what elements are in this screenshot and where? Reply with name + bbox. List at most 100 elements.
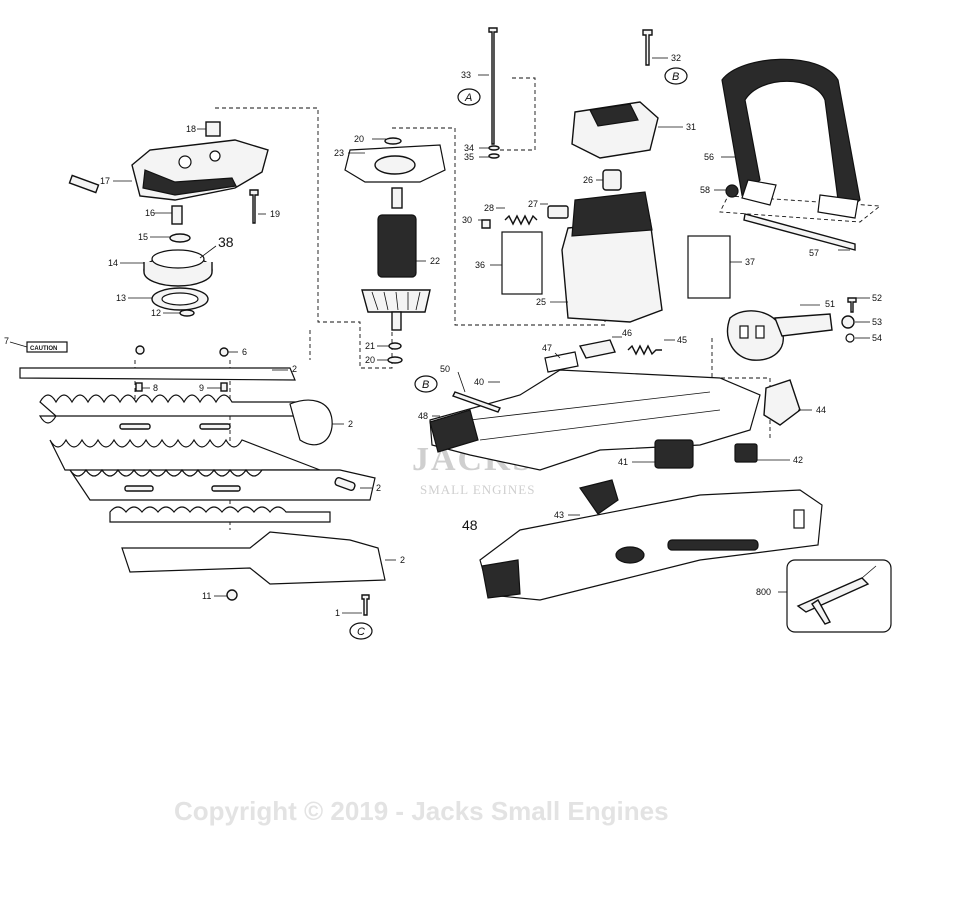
label-37: 37 (745, 257, 755, 267)
armature-22 (361, 187, 431, 331)
callout-c: C (349, 622, 373, 640)
label-11: 11 (202, 591, 211, 601)
label-1: 1 (335, 608, 340, 618)
blade-lower (69, 468, 376, 501)
washer-12 (179, 309, 195, 317)
label-40: 40 (474, 377, 484, 387)
gear-14 (143, 249, 213, 287)
label-44: 44 (816, 405, 826, 415)
blade-base-plate (121, 531, 386, 585)
nut-54 (845, 333, 855, 343)
brush-holder-27 (547, 205, 569, 219)
label-8: 8 (153, 383, 158, 393)
screw-6b (135, 345, 145, 355)
screw-6 (219, 347, 229, 357)
switch-46 (578, 339, 616, 359)
label-58: 58 (700, 185, 710, 195)
pin-16 (171, 205, 183, 225)
label-43: 43 (554, 510, 564, 520)
blade-upper (38, 394, 333, 446)
spring-28 (504, 214, 538, 226)
caution-label-text: CAUTION (30, 346, 57, 352)
label-56: 56 (704, 152, 714, 162)
switch-body-44 (763, 379, 801, 426)
screw-57 (743, 213, 856, 251)
washer-21 (388, 342, 402, 350)
plug-51 (726, 310, 833, 361)
bushing-18 (205, 121, 221, 137)
callout-c-text: C (357, 626, 365, 638)
handle-56 (721, 58, 861, 219)
label-27: 27 (528, 199, 538, 209)
bushing-26 (602, 169, 622, 191)
screw-32 (642, 29, 653, 66)
housing-lower-48 (479, 489, 823, 601)
clip-53 (841, 315, 855, 329)
label-31: 31 (686, 122, 696, 132)
callout-b-top-text: B (672, 71, 679, 83)
insulator-36 (501, 231, 543, 295)
label-23: 23 (334, 148, 344, 158)
label-2b: 2 (348, 419, 353, 429)
callout-b-top: B (664, 67, 688, 85)
switch-41 (654, 439, 694, 469)
blade-top-plate (19, 367, 296, 381)
insulator-37 (687, 235, 731, 299)
connector-42 (734, 443, 758, 463)
label-14: 14 (108, 258, 118, 268)
label-6: 6 (242, 347, 247, 357)
nut-11 (226, 589, 238, 601)
gearbox-cover (131, 139, 269, 201)
label-41: 41 (618, 457, 628, 467)
inset-tool-800 (786, 559, 892, 633)
label-34: 34 (464, 143, 474, 153)
screw-19 (249, 189, 259, 224)
leader-lines (9, 57, 870, 614)
label-48a: 48 (418, 411, 428, 421)
label-12: 12 (151, 308, 161, 318)
spacer-8 (135, 382, 143, 392)
fan-baffle-23 (344, 144, 446, 183)
gasket-13 (151, 287, 209, 311)
screw-1 (361, 594, 370, 616)
callout-a: A (457, 88, 481, 106)
caution-label: CAUTION (26, 341, 68, 353)
label-21: 21 (365, 341, 375, 351)
label-48b: 48 (462, 517, 478, 533)
label-13: 13 (116, 293, 126, 303)
blade-middle (49, 438, 321, 471)
brush-30 (481, 219, 491, 229)
label-800: 800 (756, 587, 771, 597)
label-42: 42 (793, 455, 803, 465)
blade-bottom (109, 506, 331, 523)
group-outline-rod-a (500, 77, 536, 151)
label-19: 19 (270, 209, 280, 219)
label-2c: 2 (376, 483, 381, 493)
callout-b-bottom-text: B (422, 379, 429, 391)
label-26: 26 (583, 175, 593, 185)
label-2d: 2 (400, 555, 405, 565)
label-20b: 20 (365, 355, 375, 365)
label-52: 52 (872, 293, 882, 303)
label-54: 54 (872, 333, 882, 343)
label-33: 33 (461, 70, 471, 80)
label-30: 30 (462, 215, 472, 225)
screw-52 (847, 297, 857, 313)
callout-a-text: A (464, 92, 472, 104)
washer-20-bottom (387, 356, 403, 364)
label-47: 47 (542, 343, 552, 353)
label-22: 22 (430, 256, 440, 266)
key-17 (68, 174, 100, 194)
label-15: 15 (138, 232, 148, 242)
label-50: 50 (440, 364, 450, 374)
screw-50 (452, 391, 501, 413)
label-9: 9 (199, 383, 204, 393)
nut-58 (725, 184, 739, 198)
part-number-labels: 18 17 16 19 15 38 14 13 12 7 6 2 8 9 2 2… (4, 53, 882, 618)
cap-31 (571, 101, 659, 159)
label-53: 53 (872, 317, 882, 327)
label-7: 7 (4, 336, 9, 346)
washer-20-top (384, 137, 402, 145)
label-16: 16 (145, 208, 155, 218)
